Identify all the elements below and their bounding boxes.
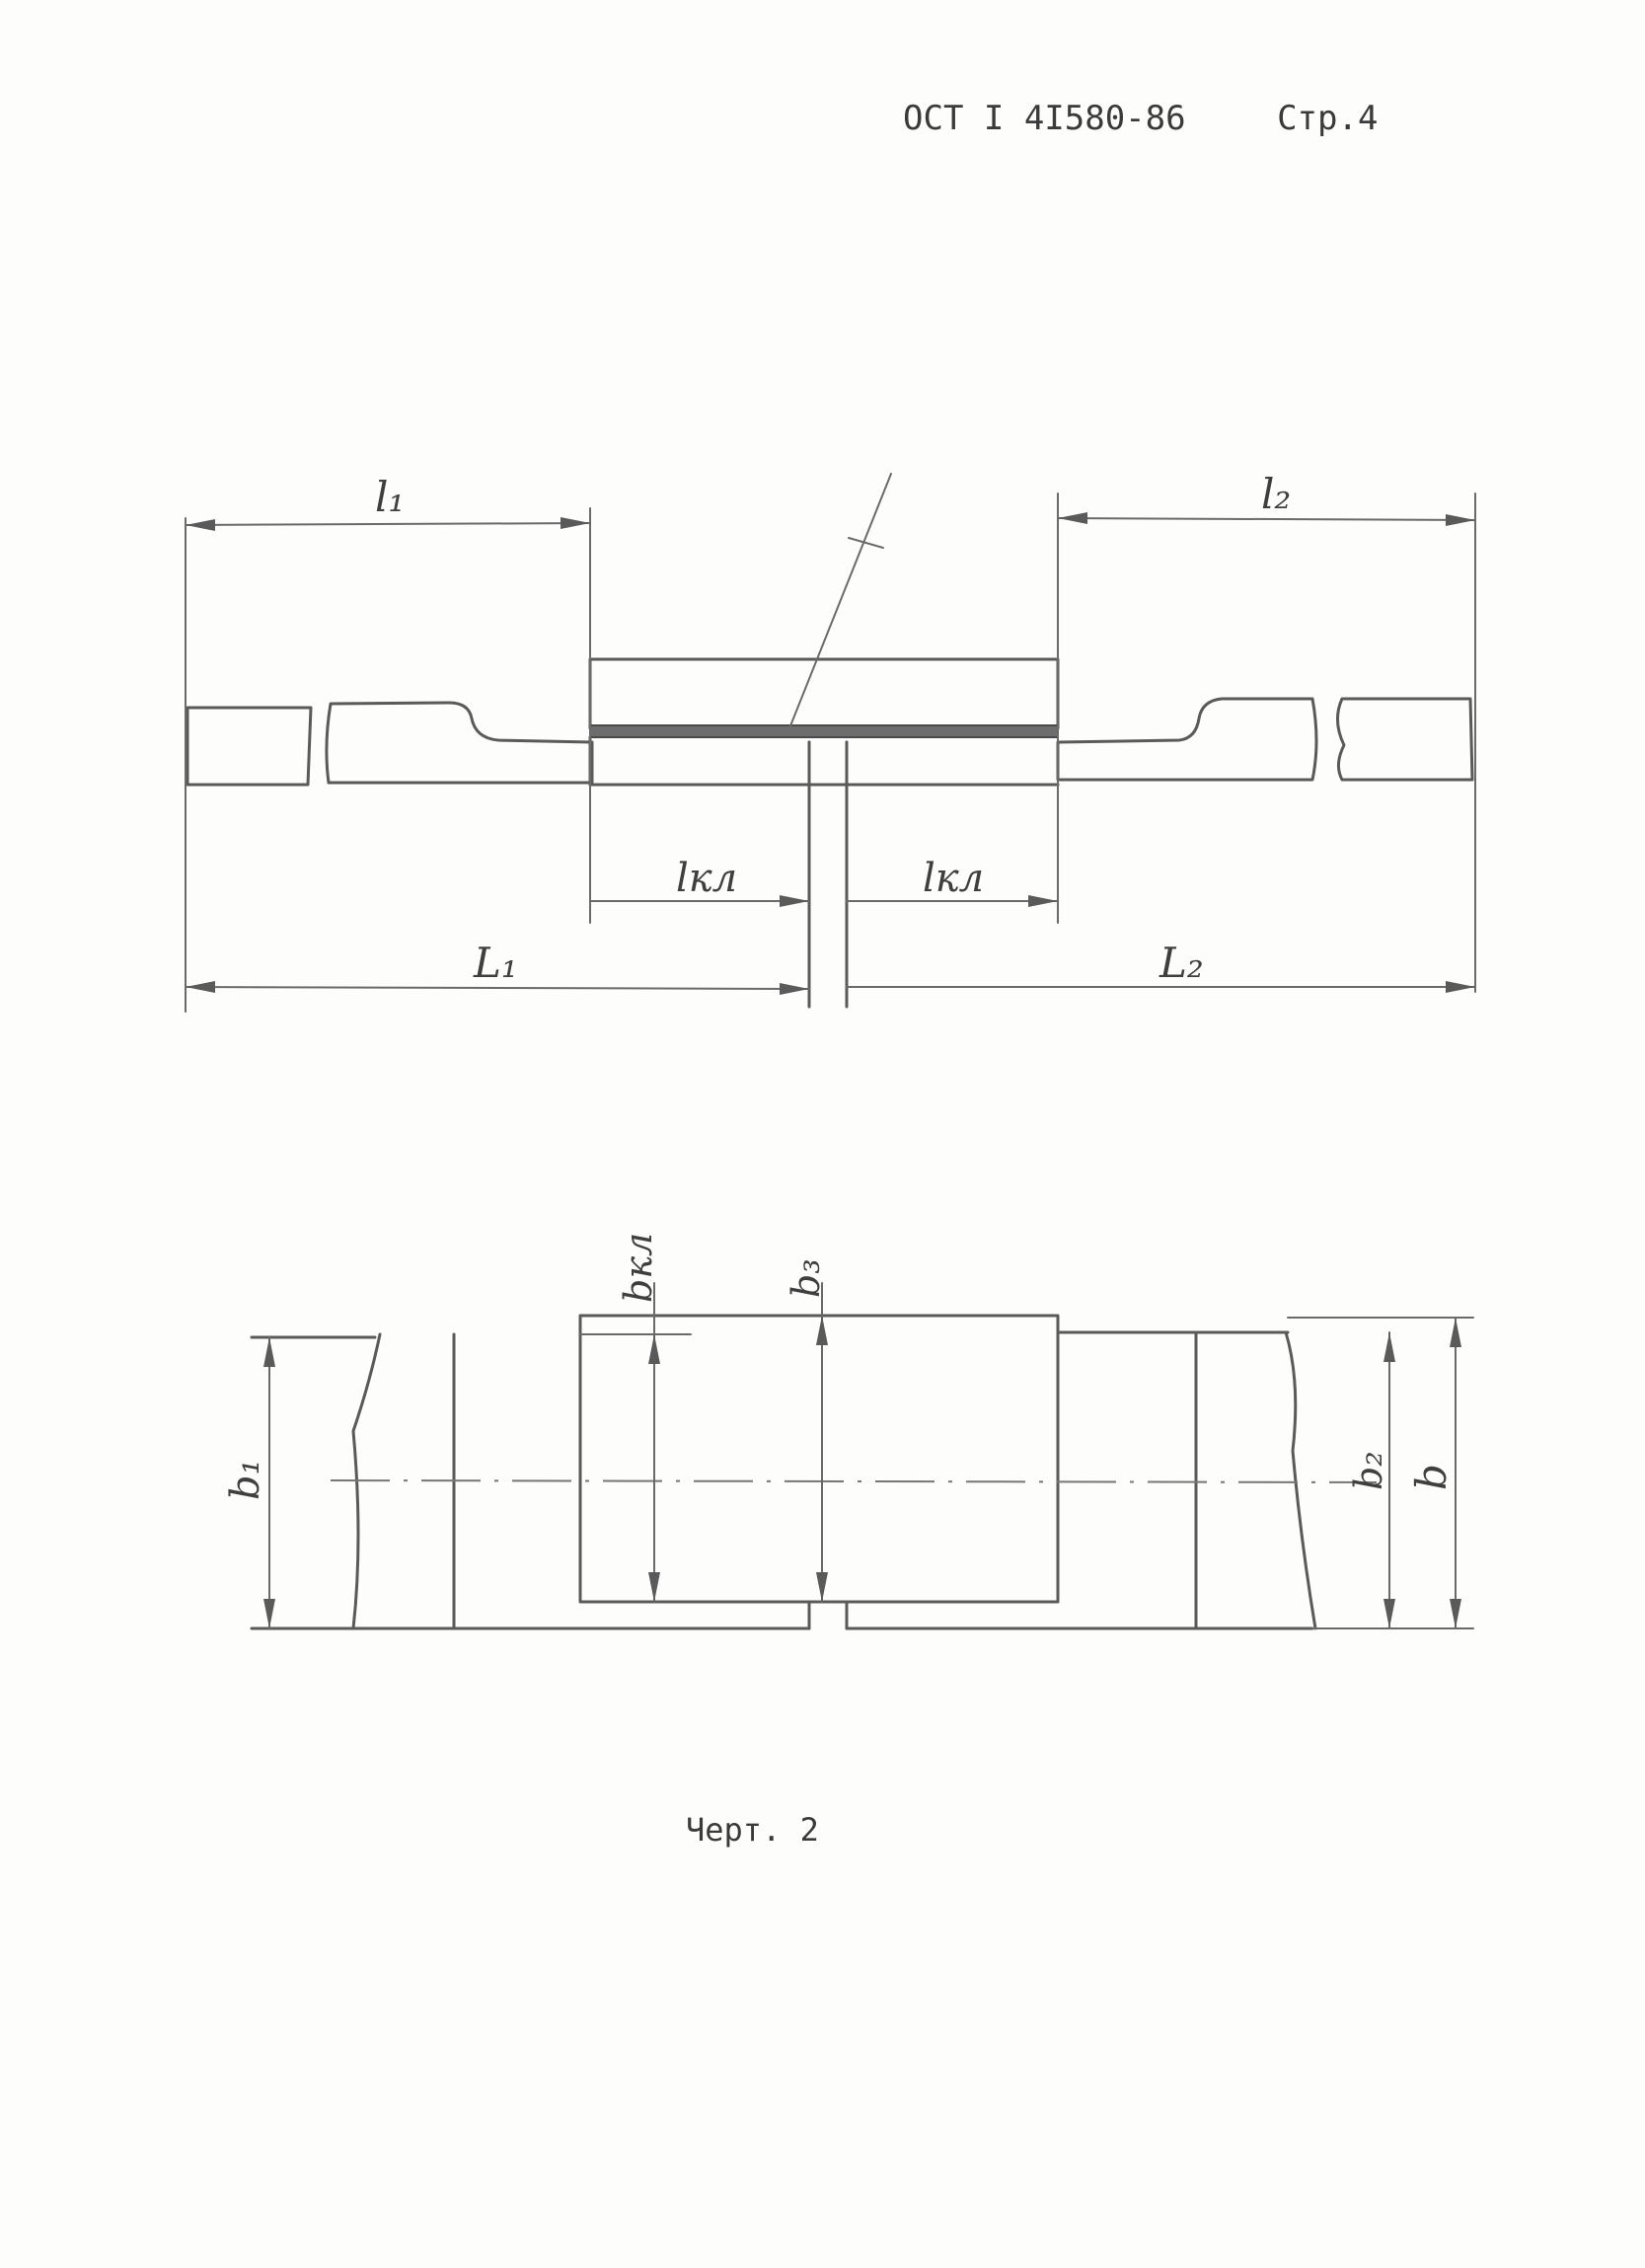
document-code: ОСТ I 4I580-86 xyxy=(903,99,1186,138)
adhesive-layer xyxy=(589,724,1059,738)
dimension-L2 xyxy=(846,981,1476,993)
label-b: b xyxy=(1407,1464,1456,1490)
dimension-l2 xyxy=(1057,512,1476,526)
figure-caption: Черт. 2 xyxy=(686,1811,819,1849)
dimension-b2 xyxy=(1383,1331,1395,1629)
dimension-lkl-right xyxy=(846,895,1059,907)
dimension-bkl xyxy=(579,1282,692,1603)
center-line xyxy=(330,1479,1378,1483)
label-bkl: bкл xyxy=(617,1233,660,1303)
label-L2: L₂ xyxy=(1159,939,1204,987)
page-number: Стр.4 xyxy=(1277,99,1379,138)
right-specimen-outline xyxy=(1056,697,1474,782)
gap-slot xyxy=(807,740,849,1009)
label-lkl-left: lкл xyxy=(676,856,737,901)
label-b3: b₃ xyxy=(785,1258,828,1298)
label-L1: L₁ xyxy=(473,939,518,987)
overlap-block xyxy=(588,657,1060,787)
dimension-L1 xyxy=(185,981,810,995)
dimension-b3 xyxy=(816,1282,828,1603)
dimension-l1 xyxy=(185,517,591,531)
dimension-lkl-left xyxy=(589,895,810,907)
label-b1: b₁ xyxy=(223,1459,268,1500)
plan-view-outline xyxy=(250,1314,1474,1630)
left-specimen-outline xyxy=(186,701,594,787)
dimension-b xyxy=(1450,1317,1461,1629)
leader-line xyxy=(788,473,892,729)
extension-lines xyxy=(185,492,1476,1013)
label-lkl-right: lкл xyxy=(923,856,984,901)
label-l1: l₁ xyxy=(375,473,405,521)
label-l2: l₂ xyxy=(1261,470,1291,518)
page-header: ОСТ I 4I580-86 Стр.4 xyxy=(903,99,1456,158)
label-b2: b₂ xyxy=(1347,1451,1390,1490)
leader-tick xyxy=(848,537,884,549)
dimension-b1 xyxy=(263,1336,275,1629)
